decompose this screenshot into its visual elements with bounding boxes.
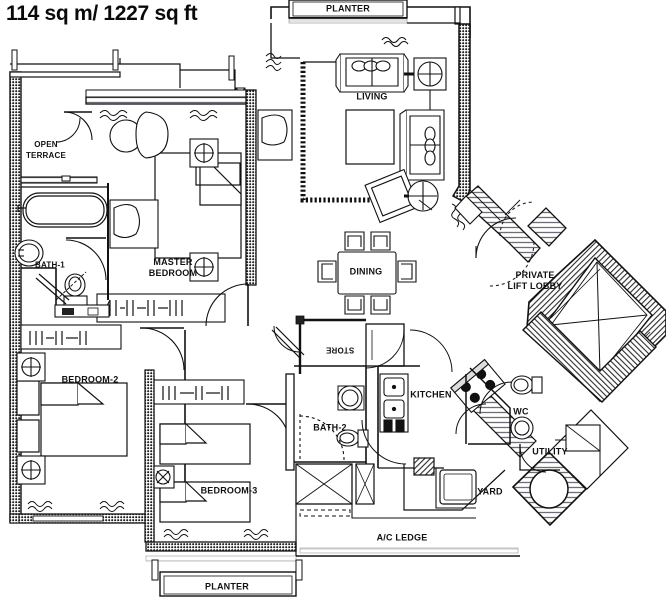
wc-toilet-powder (510, 375, 543, 395)
planter-bottom-shape (145, 555, 303, 597)
planter-top-shape (288, 0, 408, 24)
wc-area (455, 367, 543, 445)
kitchen-area (361, 358, 506, 476)
two-seat-sofa (399, 109, 445, 181)
bedside-table-left (189, 138, 219, 168)
bedroom3-single-bed-lower (159, 481, 251, 523)
wc-toilet-bath2 (336, 429, 369, 448)
master-dresser (109, 111, 169, 159)
open-terrace-area (20, 111, 98, 184)
master-bedroom-east-wall (245, 89, 257, 286)
armchair (364, 168, 420, 224)
corridor-armchair (257, 109, 293, 161)
utility-area (519, 424, 601, 473)
wash-basin-bath1 (14, 239, 44, 267)
side-table-round-2 (407, 180, 439, 212)
wardrobe-master (96, 293, 226, 323)
wardrobe-bedroom2 (20, 324, 122, 350)
page-title: 114 sq m/ 1227 sq ft (6, 2, 198, 25)
bathtub (17, 192, 108, 228)
bedroom2-nightstand-top (16, 352, 46, 382)
angled-wall-northeast (454, 185, 541, 263)
three-seat-sofa (335, 53, 409, 93)
ac-ledge-area (295, 504, 520, 557)
bedroom2-nightstand-bottom (16, 455, 46, 485)
master-door (205, 283, 249, 327)
coffee-table (345, 109, 395, 165)
bath-1-area (14, 183, 110, 318)
kitchen-sink (379, 373, 409, 433)
bedside-table-right (189, 252, 219, 282)
side-table-round-1 (413, 57, 447, 91)
master-vanity (109, 199, 159, 249)
lower-left-connector-wall (9, 369, 155, 543)
wash-basin-bath2 (337, 385, 365, 411)
wardrobe-bedroom3 (153, 379, 245, 405)
bedroom3-nightstand (151, 465, 175, 489)
living-east-exterior-wall (451, 23, 471, 204)
bedroom-3-area (145, 373, 297, 552)
bedroom2-queen-bed (16, 380, 128, 457)
cooker-hob (450, 358, 506, 414)
bedroom3-single-bed-upper (159, 423, 251, 465)
bath-2-area (294, 365, 375, 505)
corridor-store-area (271, 315, 453, 374)
outline-helper-lines (418, 189, 521, 221)
wc-toilet-bath1 (63, 273, 88, 307)
bedroom-2-area (9, 324, 186, 524)
master-bedroom-north-wall (85, 89, 255, 105)
window-squiggle-master (99, 110, 218, 121)
yard-area (403, 464, 506, 511)
wash-basin-powder (510, 416, 534, 440)
west-exterior-wall (9, 71, 22, 523)
master-queen-bed (154, 151, 242, 259)
dining-set (317, 231, 417, 315)
